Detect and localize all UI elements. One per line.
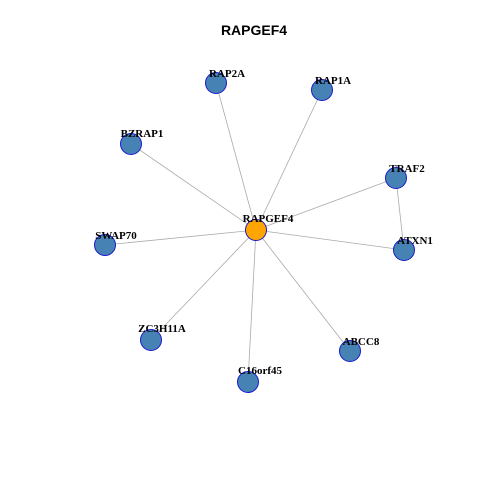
node-rap2a [205,72,227,94]
edge-rapgef4-c16orf45 [247,229,257,383]
node-label-zc3h11a: ZC3H11A [138,323,186,335]
node-rapgef4 [245,219,267,241]
edge-rapgef4-atxn1 [255,229,405,251]
graph-title: RAPGEF4 [221,22,287,38]
edges-layer [104,82,405,383]
node-bzrap1 [120,133,142,155]
node-zc3h11a [140,329,162,351]
nodes-layer [94,72,415,393]
node-label-rapgef4: RAPGEF4 [243,213,294,225]
edge-rapgef4-zc3h11a [150,229,257,341]
node-label-abcc8: ABCC8 [343,336,380,348]
edge-traf2-atxn1 [395,177,405,251]
node-swap70 [94,234,116,256]
node-traf2 [385,167,407,189]
edge-rapgef4-rap1a [255,89,323,231]
node-label-bzrap1: BZRAP1 [121,128,164,140]
edge-rapgef4-swap70 [104,229,257,246]
node-label-swap70: SWAP70 [95,230,137,242]
node-rap1a [311,79,333,101]
edge-rapgef4-traf2 [255,177,397,231]
edge-rapgef4-bzrap1 [130,143,257,231]
node-atxn1 [393,239,415,261]
node-label-atxn1: ATXN1 [397,235,433,247]
edge-rapgef4-abcc8 [255,229,351,352]
node-label-c16orf45: C16orf45 [238,365,282,377]
node-label-rap2a: RAP2A [209,68,245,80]
edge-rapgef4-rap2a [215,82,257,231]
node-label-traf2: TRAF2 [389,163,425,175]
node-label-rap1a: RAP1A [315,75,351,87]
node-c16orf45 [237,371,259,393]
node-abcc8 [339,340,361,362]
